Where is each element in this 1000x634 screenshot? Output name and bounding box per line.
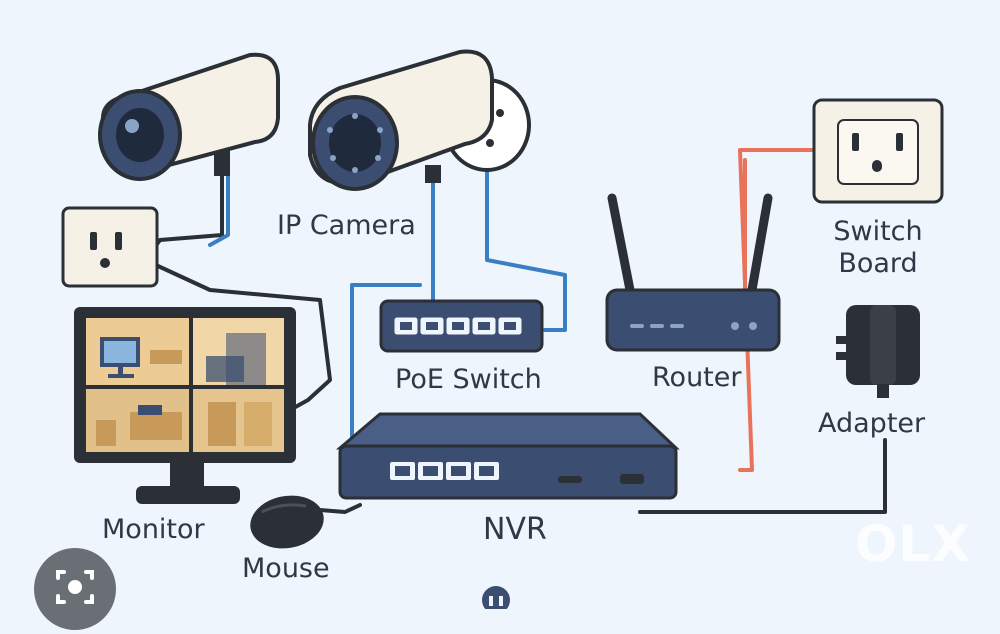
cable-nvr-to-adapter [638,438,887,514]
camera-1-lens-glint [125,119,139,133]
cable-camera1-blue [208,166,230,247]
camera-1-lens [116,108,164,162]
wall-outlet-left [61,206,159,288]
router-antenna-right [747,193,773,295]
image-search-button[interactable] [34,548,116,630]
monitor-device [74,307,296,504]
bottom-logo-icon [482,586,510,614]
cctv-diagram: IP Camera Switch Board PoE Switch Router… [34,49,971,630]
label-poe-switch: PoE Switch [395,364,542,395]
power-adapter [836,305,920,398]
poe-switch-device [379,299,544,353]
mouse-device [250,495,324,549]
cable-camera2b-to-poe [485,163,567,332]
label-mouse: Mouse [242,553,330,584]
cable-nvr-to-mouse [318,503,362,514]
ip-camera-1 [98,52,280,181]
label-ip-camera: IP Camera [277,210,416,241]
ip-camera-2 [308,49,531,191]
label-switch-board: Switch Board [833,216,923,279]
camera-2-lens [329,114,381,172]
cable-poe-to-nvr [350,283,422,442]
label-nvr: NVR [483,512,547,547]
cable-camera1-to-nvr [143,166,332,412]
router-device [605,193,781,352]
router-antenna-left [607,193,635,295]
label-router: Router [652,362,742,393]
image-search-icon [56,570,94,604]
label-adapter: Adapter [818,408,926,439]
camera-1-mount [214,148,230,176]
diagram-canvas [61,49,944,614]
label-monitor: Monitor [102,514,205,545]
nvr-device [335,412,680,500]
switch-board-outlet [812,98,944,204]
olx-watermark: OLX [855,515,971,573]
